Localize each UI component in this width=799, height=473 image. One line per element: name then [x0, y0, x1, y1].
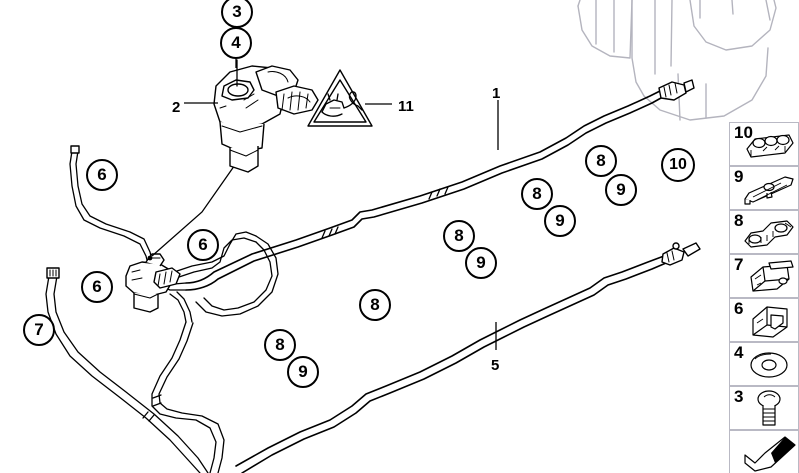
callout-8-center-upper[interactable]: 8: [443, 220, 475, 252]
leader-filter-to-regulator: [151, 151, 245, 257]
callout-9-center-upper[interactable]: 9: [465, 247, 497, 279]
callout-4-top[interactable]: 4: [220, 27, 252, 59]
legend-number: 4: [734, 343, 744, 362]
legend-item-partial[interactable]: [729, 430, 799, 473]
legend-item-7[interactable]: 7: [729, 254, 799, 298]
legend-number: 10: [734, 123, 753, 142]
washer-icon: [741, 345, 797, 385]
fuel-line-1: [185, 79, 695, 291]
bracket-plate-icon: [741, 433, 797, 473]
callout-8-center[interactable]: 8: [359, 289, 391, 321]
pressure-regulator-valve: [125, 253, 181, 313]
legend-number: 7: [734, 255, 744, 274]
leader-label-5: 5: [491, 357, 500, 374]
line-holder-block-icon: [741, 257, 797, 297]
fuel-line-double-clip-icon: [741, 213, 797, 253]
callout-9-lower-center[interactable]: 9: [287, 356, 319, 388]
callout-7-left[interactable]: 7: [23, 314, 55, 346]
callout-8-far-right[interactable]: 8: [585, 145, 617, 177]
legend-item-9[interactable]: 9: [729, 166, 799, 210]
legend-item-4[interactable]: 4: [729, 342, 799, 386]
fuel-line-triple-clip-icon: [741, 125, 797, 165]
legend-number: 9: [734, 167, 744, 186]
line-clamp-icon: [741, 301, 797, 341]
line-1-tank-fitting: [658, 79, 695, 101]
legend-number: 3: [734, 387, 744, 406]
callout-8-lower-center[interactable]: 8: [264, 329, 296, 361]
leader-label-11: 11: [398, 98, 414, 115]
callout-6-lower-left[interactable]: 6: [81, 271, 113, 303]
line-5-end-fitting: [661, 242, 701, 266]
callout-6-mid[interactable]: 6: [187, 229, 219, 261]
legend-item-6[interactable]: 6: [729, 298, 799, 342]
fuel-filter-assembly: [213, 59, 319, 173]
legend-number: 6: [734, 299, 744, 318]
fuel-tank-outline: [577, 0, 777, 121]
legend-item-3[interactable]: 3: [729, 386, 799, 430]
electric-shock-warning-icon: [307, 69, 373, 127]
callout-9-far-right[interactable]: 9: [605, 174, 637, 206]
callout-8-right-upper[interactable]: 8: [521, 178, 553, 210]
left-fuel-line-assembly: [45, 145, 279, 473]
callout-10-far-right[interactable]: 10: [661, 148, 695, 182]
legend-number: 8: [734, 211, 744, 230]
fuel-line-bracket-icon: [741, 169, 797, 209]
callout-9-right-upper[interactable]: 9: [544, 205, 576, 237]
hex-socket-screw-icon: [741, 389, 797, 429]
leader-label-1: 1: [492, 85, 501, 102]
parts-legend-panel: 10 9 8 7 6 4 3: [729, 122, 799, 473]
fuel-line-5: [142, 242, 701, 473]
legend-item-8[interactable]: 8: [729, 210, 799, 254]
legend-item-10[interactable]: 10: [729, 122, 799, 166]
leader-lines: [184, 100, 499, 350]
leader-label-2: 2: [172, 99, 181, 116]
callout-6-upper-left[interactable]: 6: [86, 159, 118, 191]
